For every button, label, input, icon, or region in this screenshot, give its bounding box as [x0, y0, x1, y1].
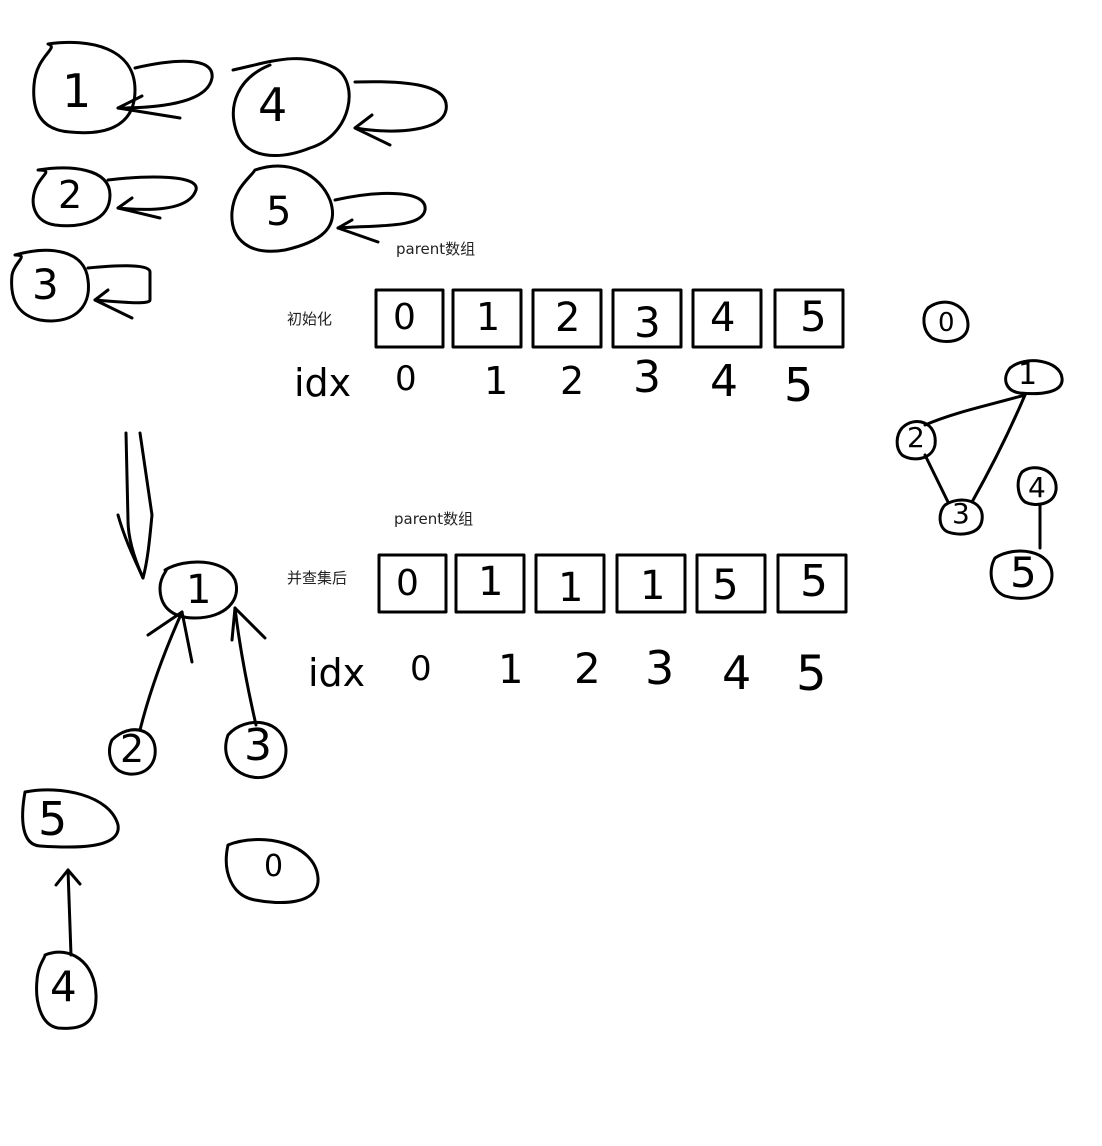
top-node-3-circle [10, 248, 90, 323]
tree-node-1-label: 1 [186, 567, 212, 613]
top-node-1-label: 1 [62, 64, 92, 118]
top-node-2-circle [31, 166, 112, 228]
graph-node-4-label: 4 [1028, 471, 1046, 504]
tree-edges [138, 606, 267, 732]
tree-node-3-circle [224, 720, 288, 780]
after-idx-5: 5 [796, 646, 827, 702]
after-idx-4: 4 [722, 646, 752, 700]
tree-node-5-label: 5 [38, 792, 68, 846]
top-node-4-circle [231, 57, 351, 157]
after-row-label: 并查集后 [287, 569, 348, 587]
after-cell-5: 5 [800, 556, 828, 607]
top-node-1-circle [32, 40, 137, 135]
graph-node-3-label: 3 [952, 497, 970, 530]
init-cell-3: 3 [634, 298, 661, 347]
top-node-4-self-loop-arrow [353, 80, 448, 147]
top-node-5-self-loop-arrow [333, 192, 427, 244]
top-node-2-label: 2 [58, 173, 83, 217]
graph-node-2-circle [895, 420, 937, 461]
after-array-boxes [377, 553, 848, 614]
tree-node-5-circle [21, 788, 120, 849]
graph-node-3-circle [938, 498, 984, 536]
init-cell-2: 2 [555, 295, 581, 341]
top-node-5-label: 5 [266, 189, 292, 235]
graph-node-1-circle [1004, 359, 1064, 396]
after-idx-1: 1 [498, 647, 524, 693]
init-idx-5: 5 [784, 358, 814, 412]
init-idx-label: idx [294, 361, 352, 405]
top-node-2-self-loop-arrow [106, 175, 198, 220]
top-node-3-label: 3 [32, 260, 59, 309]
top-node-1-self-loop-arrow [116, 59, 214, 120]
init-idx-0: 0 [395, 359, 417, 399]
graph-node-5-circle [989, 549, 1054, 600]
after-cell-3: 1 [640, 563, 666, 609]
tree-node-0-label: 0 [264, 849, 284, 884]
after-cell-4: 5 [712, 560, 739, 609]
init-cell-4: 4 [710, 295, 736, 341]
after-idx-3: 3 [645, 641, 675, 695]
init-cell-5: 5 [800, 292, 827, 341]
init-cell-1: 1 [476, 295, 501, 339]
big-down-arrow [116, 431, 154, 580]
tree-node-0-circle [224, 838, 320, 905]
after-cell-1: 1 [478, 559, 504, 605]
after-idx-2: 2 [574, 644, 601, 693]
init-idx-3: 3 [633, 352, 661, 403]
graph-node-0-label: 0 [938, 308, 955, 338]
tree-edge-4-to-5 [54, 868, 82, 957]
init-array-boxes [374, 288, 845, 349]
init-cell-0: 0 [393, 297, 416, 338]
after-cell-0: 0 [396, 563, 419, 604]
top-node-3-self-loop-arrow [86, 264, 152, 320]
top-node-5-circle [230, 164, 335, 253]
tree-node-2-label: 2 [120, 727, 145, 771]
graph-node-4-circle [1016, 466, 1058, 506]
graph-node-5-label: 5 [1010, 548, 1037, 597]
tree-node-2-circle [108, 728, 157, 776]
after-idx-label: idx [308, 651, 366, 695]
tree-node-1-circle [158, 560, 238, 620]
graph-node-1-label: 1 [1018, 357, 1038, 392]
init-idx-1: 1 [484, 359, 509, 403]
top-node-4-label: 4 [258, 78, 288, 132]
tree-node-4-label: 4 [50, 962, 77, 1011]
tree-node-4-circle [35, 950, 98, 1030]
init-array-title: parent数组 [396, 240, 476, 258]
graph-edges [923, 393, 1042, 550]
init-idx-4: 4 [710, 356, 738, 407]
graph-node-2-label: 2 [907, 421, 925, 454]
graph-node-0-circle [922, 300, 970, 343]
after-idx-0: 0 [410, 649, 432, 689]
after-cell-2: 1 [558, 565, 584, 611]
after-array-title: parent数组 [394, 510, 474, 528]
init-row-label: 初始化 [287, 310, 333, 328]
init-idx-2: 2 [560, 359, 585, 403]
tree-node-3-label: 3 [244, 720, 272, 771]
